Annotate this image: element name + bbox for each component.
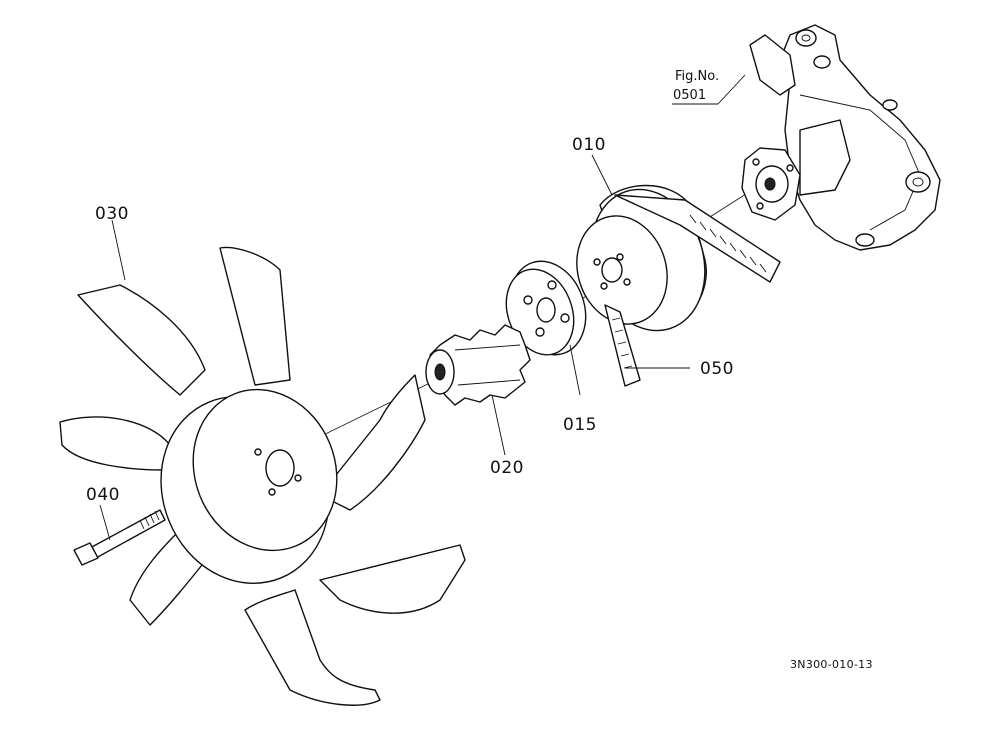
spacer-020	[425, 324, 531, 406]
part-labels: 010 015 020 030 040 050	[86, 135, 734, 505]
part-label-015: 015	[563, 415, 597, 435]
bolt-040	[73, 509, 166, 566]
part-label-010: 010	[572, 135, 606, 155]
figure-reference: Fig.No. 0501	[673, 69, 719, 103]
leader-lines	[99, 74, 746, 541]
spacer-015	[505, 260, 587, 356]
part-label-020: 020	[490, 458, 524, 478]
part-label-030: 030	[95, 204, 129, 224]
part-label-040: 040	[86, 485, 120, 505]
figure-reference-title: Fig.No.	[675, 69, 719, 84]
drawing-code: 3N300-010-13	[790, 658, 873, 671]
v-belt-050	[604, 194, 781, 387]
part-label-050: 050	[700, 359, 734, 379]
fan-030	[59, 246, 466, 706]
pulley-010	[576, 184, 707, 332]
figure-reference-number: 0501	[673, 88, 706, 103]
water-pump	[741, 24, 941, 251]
